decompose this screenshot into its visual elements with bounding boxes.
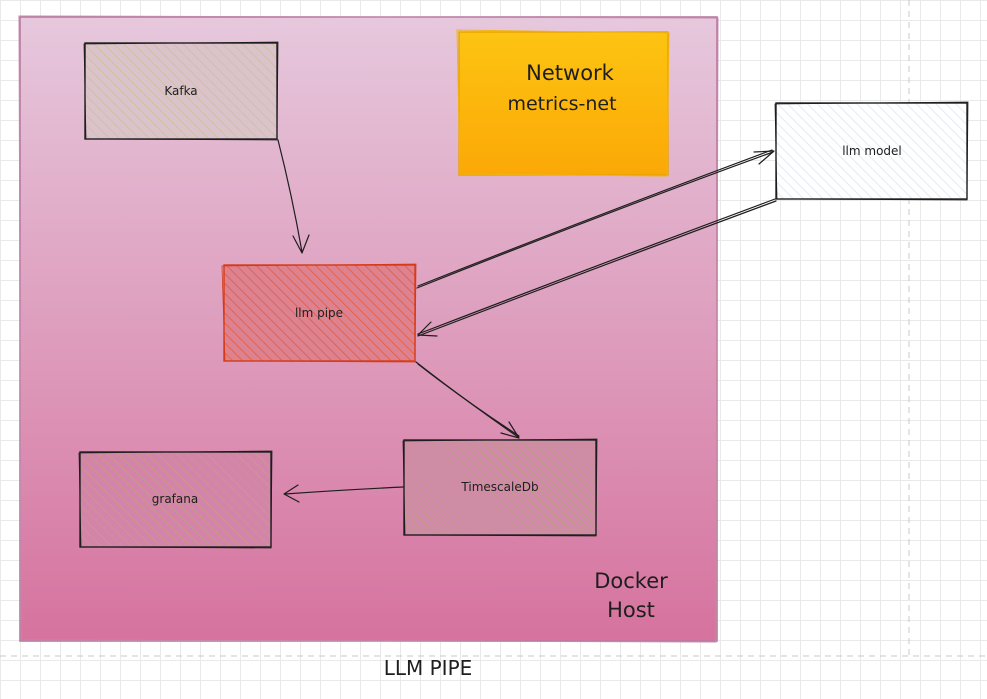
grafana-node[interactable] <box>78 450 273 549</box>
network-box[interactable] <box>456 29 670 177</box>
docker-host-label-line1: Docker <box>594 569 668 593</box>
arrow-llm-pipe-to-llm-model[interactable] <box>416 149 775 289</box>
kafka-label: Kafka <box>164 84 197 98</box>
llm-pipe-node[interactable] <box>221 263 417 363</box>
arrow-timescaledb-to-grafana[interactable] <box>283 484 404 503</box>
llm-model-node[interactable] <box>774 101 969 201</box>
arrow-kafka-to-llm-pipe[interactable] <box>277 139 310 254</box>
docker-host-label-line2: Host <box>607 598 655 622</box>
diagram-title: LLM PIPE <box>384 656 473 680</box>
timescaledb-node[interactable] <box>402 438 598 537</box>
llm-model-label: llm model <box>842 144 902 158</box>
network-name-label: metrics-net <box>507 93 616 115</box>
grafana-label: grafana <box>152 492 198 506</box>
arrow-llm-model-to-llm-pipe[interactable] <box>417 198 777 337</box>
llm-pipe-label: llm pipe <box>295 306 343 320</box>
arrow-llm-pipe-to-timescaledb[interactable] <box>415 361 520 439</box>
timescaledb-label: TimescaleDb <box>460 480 538 494</box>
kafka-node[interactable] <box>83 41 279 141</box>
network-label: Network <box>526 61 615 85</box>
